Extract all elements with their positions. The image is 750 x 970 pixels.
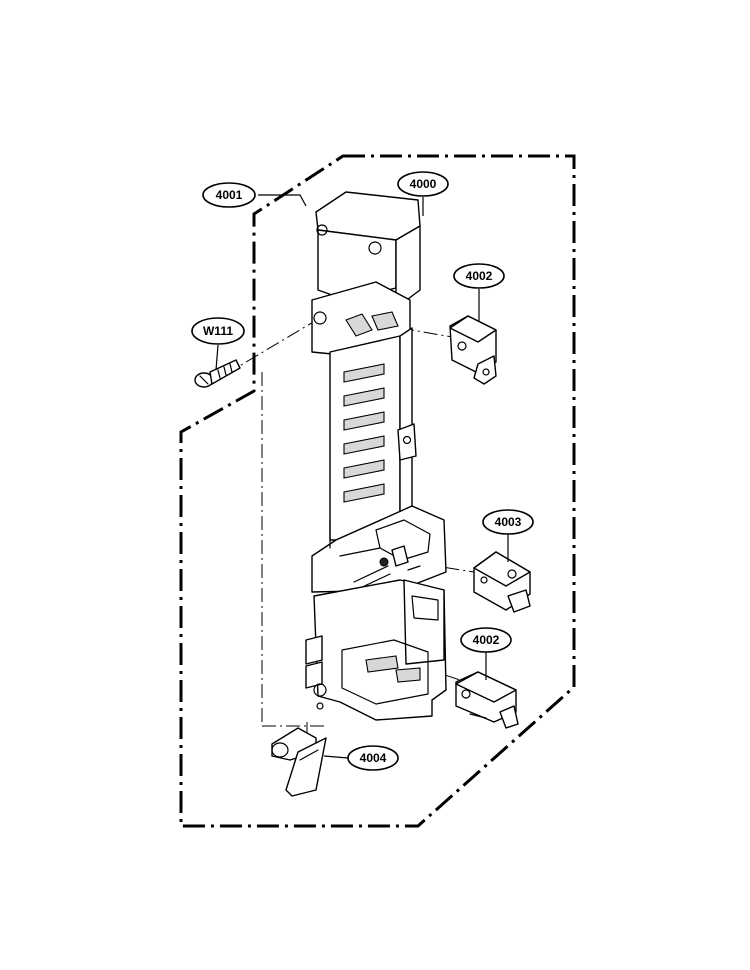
microswitch-4002-bottom: [455, 671, 519, 729]
callout-4003-label: 4003: [495, 515, 522, 529]
callout-4002-top: 4002: [453, 263, 505, 289]
assembly-boundary: [179, 154, 576, 828]
callout-4002-bottom: 4002: [460, 627, 512, 653]
callout-4002-top-label: 4002: [466, 269, 493, 283]
microswitch-4002-top: [449, 315, 497, 385]
lever-4004: [271, 727, 327, 797]
latch-board-4000: [305, 191, 447, 721]
rack-teeth: [343, 363, 385, 503]
callout-4004: 4004: [347, 745, 399, 771]
microswitch-4003: [473, 551, 531, 613]
leader-lines: [215, 194, 509, 759]
callout-4003: 4003: [482, 509, 534, 535]
callout-4001-label: 4001: [216, 188, 243, 202]
callout-W111: W111: [191, 317, 245, 345]
callout-W111-label: W111: [203, 324, 233, 338]
screw-W111: [194, 359, 241, 388]
callout-4002-bottom-label: 4002: [473, 633, 500, 647]
callout-4004-label: 4004: [360, 751, 387, 765]
callout-4000-label: 4000: [410, 177, 437, 191]
callout-4001: 4001: [202, 182, 256, 208]
callout-4000: 4000: [397, 171, 449, 197]
